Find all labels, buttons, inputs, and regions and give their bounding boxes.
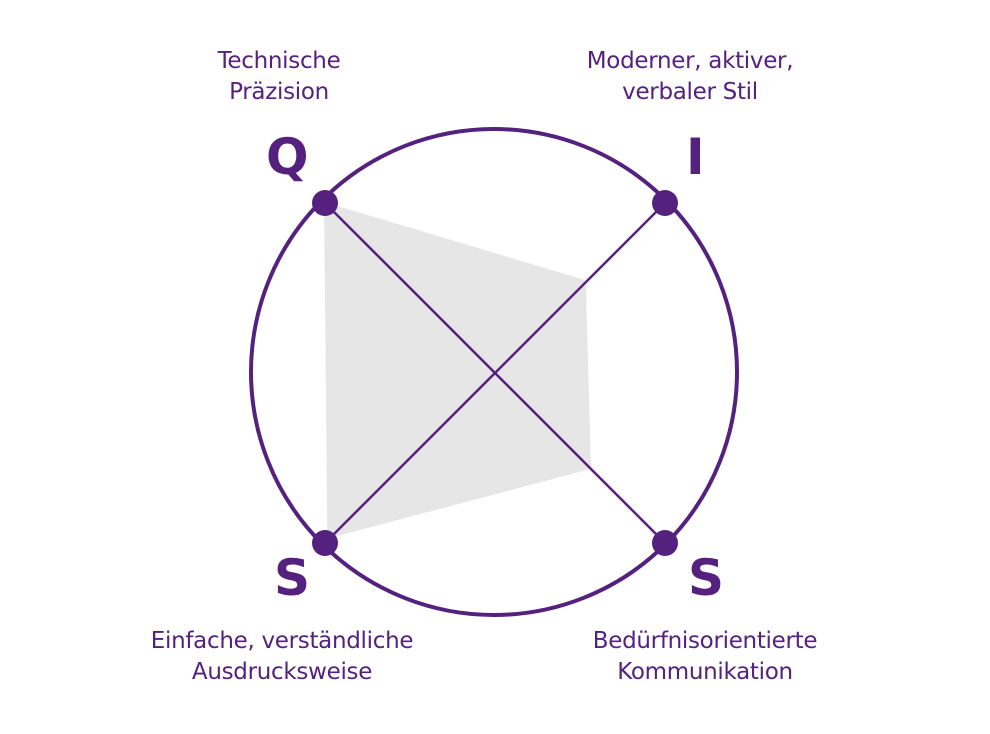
label-simple-expression: Einfache, verständliche Ausdrucksweise [122, 626, 442, 688]
label-line: Kommunikation [617, 659, 793, 685]
axis-dot-s-left [312, 530, 338, 556]
label-technical-precision: Technische Präzision [179, 46, 379, 108]
label-line: Ausdrucksweise [191, 659, 373, 685]
label-line: Technische [217, 48, 341, 74]
label-line: verbaler Stil [622, 79, 758, 105]
axis-dot-s-right [652, 530, 678, 556]
axis-dot-q [312, 190, 338, 216]
axis-letter-q: Q [266, 128, 309, 186]
axis-letter-s-right: S [688, 549, 725, 607]
outer-circle [249, 127, 739, 617]
axis-i-s [324, 202, 666, 544]
label-line: Moderner, aktiver, [586, 48, 794, 74]
label-needs-oriented: Bedürfnisorientierte Kommunikation [560, 626, 850, 688]
label-line: Präzision [229, 79, 329, 105]
label-modern-style: Moderner, aktiver, verbaler Stil [560, 46, 820, 108]
axis-letter-s-left: S [274, 549, 311, 607]
axis-dot-i [652, 190, 678, 216]
score-area [324, 202, 591, 539]
label-line: Einfache, verständliche [150, 628, 414, 654]
axis-letter-i: I [686, 128, 705, 186]
label-line: Bedürfnisorientierte [592, 628, 818, 654]
